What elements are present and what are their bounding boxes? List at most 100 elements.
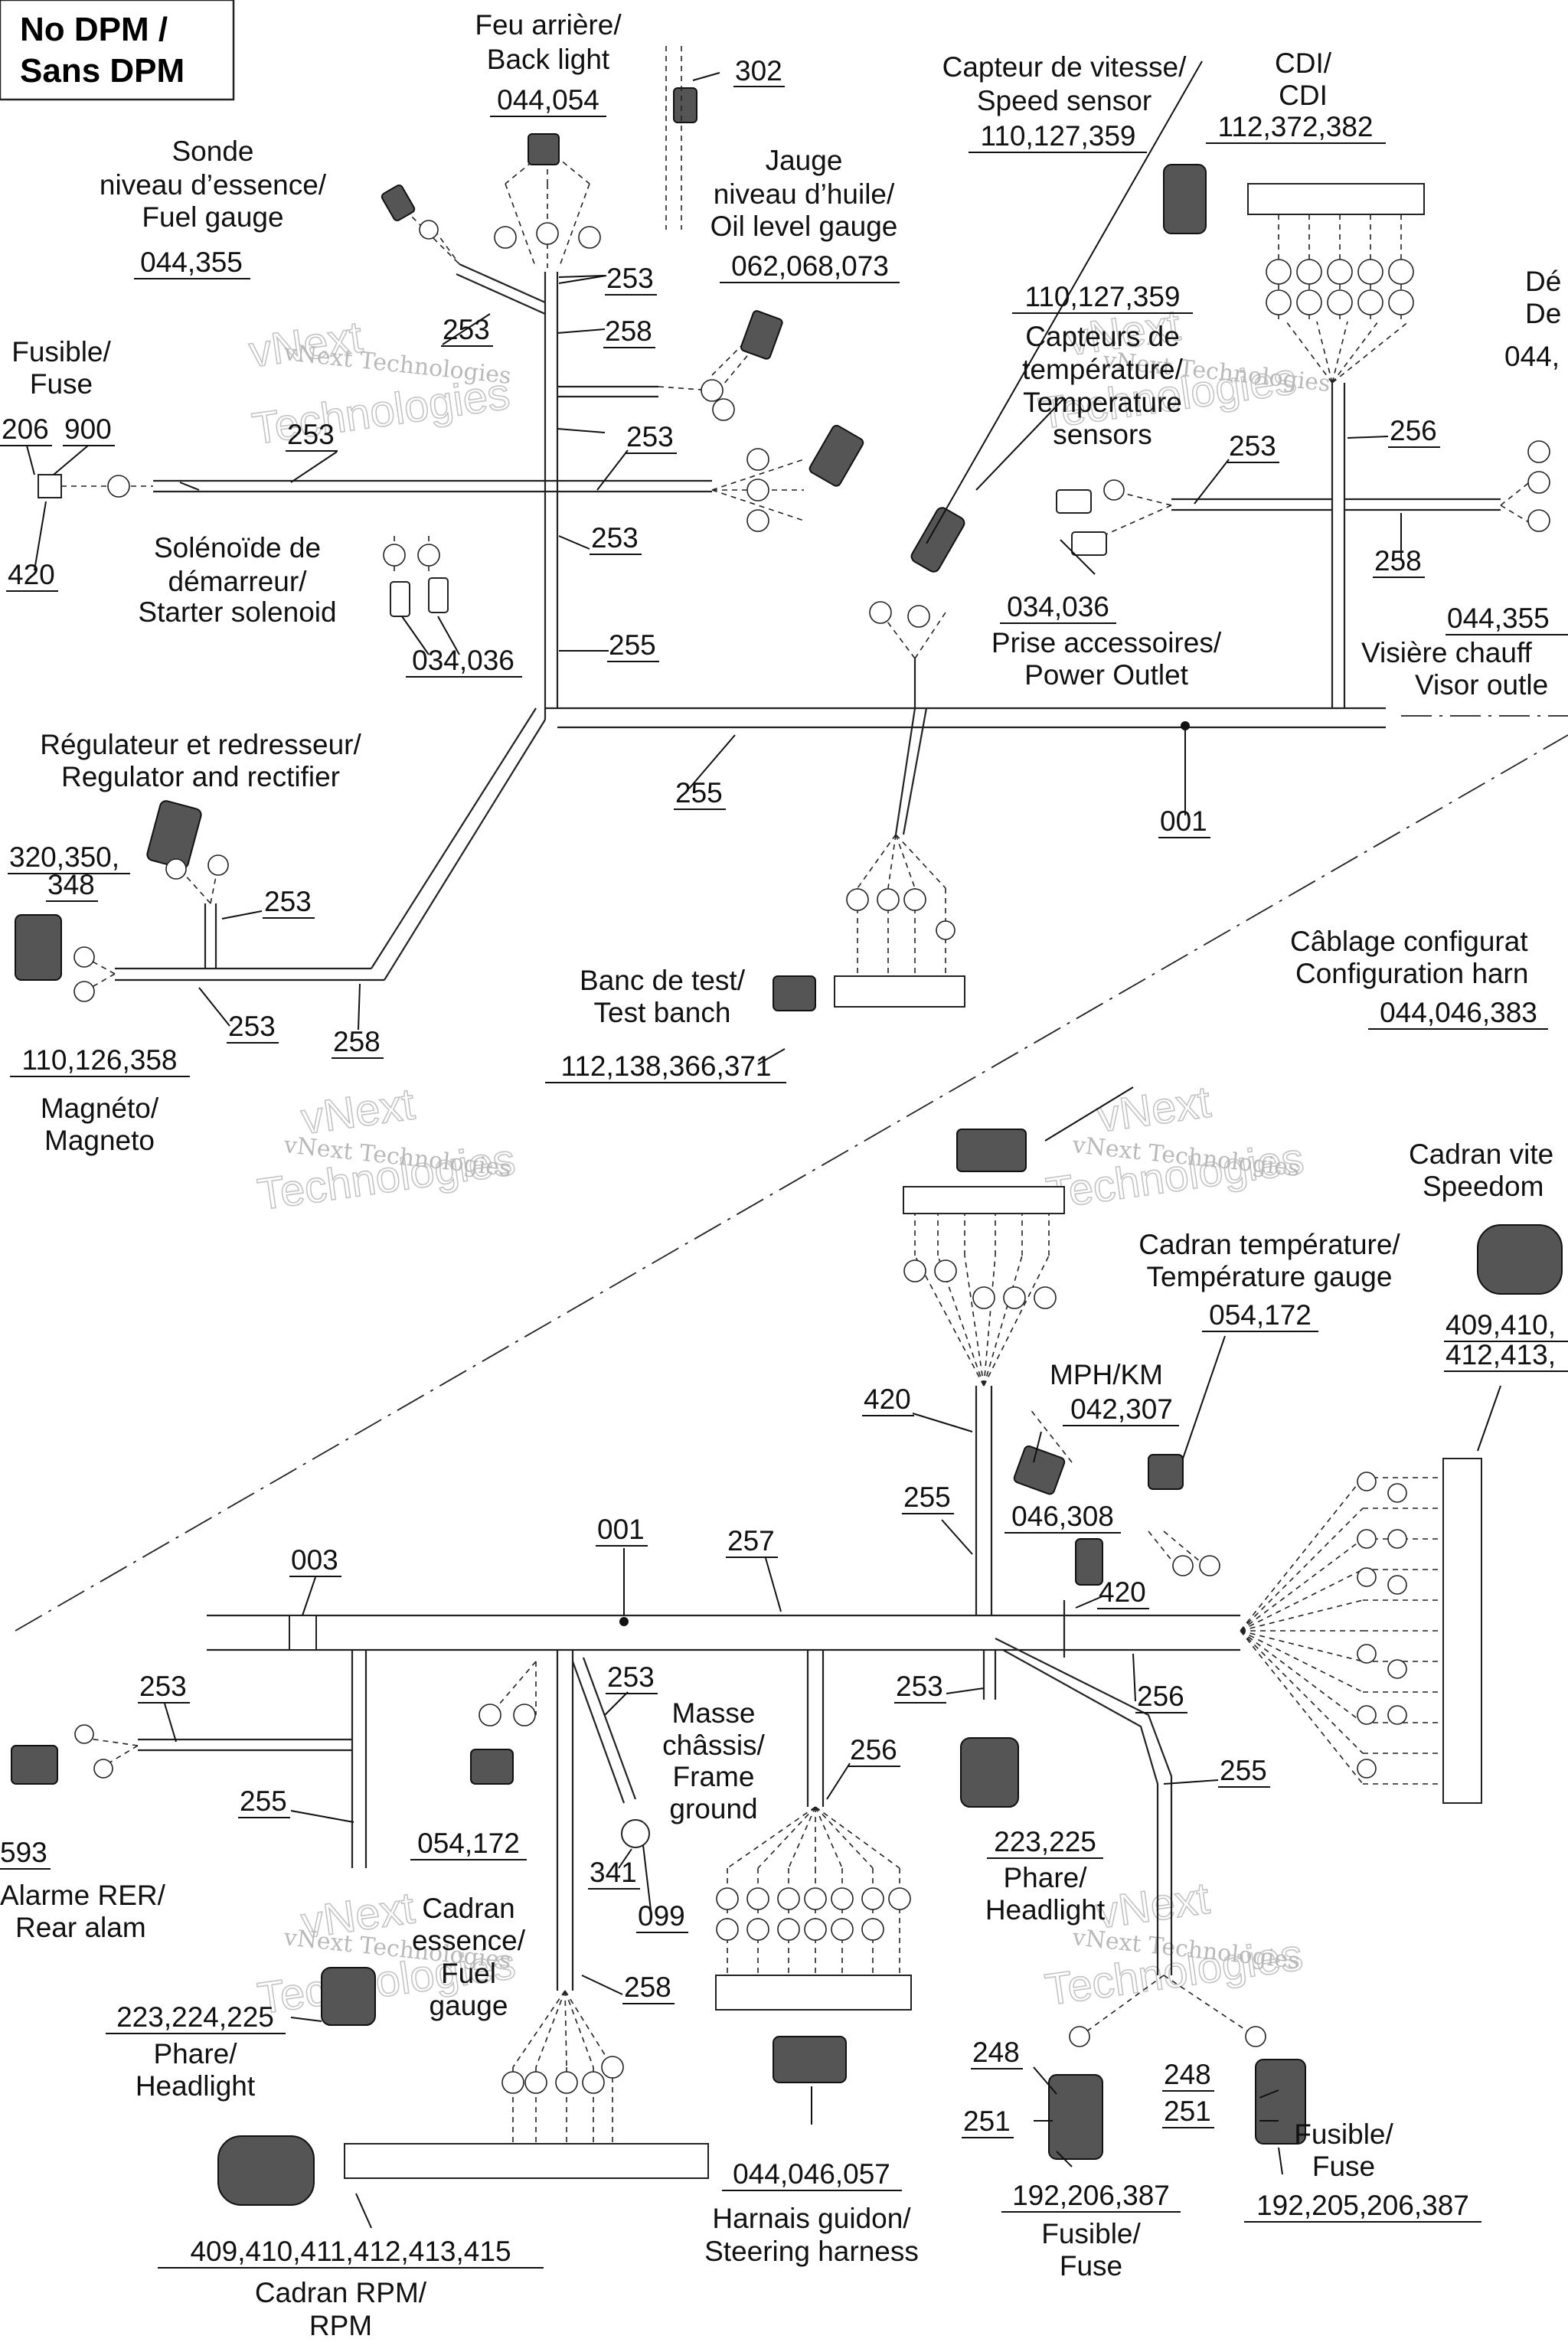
part-003-block	[289, 1615, 317, 1651]
visor-en: Visor outle	[1415, 669, 1548, 701]
temp-sensors-en2: sensors	[1053, 419, 1152, 450]
speedometer-pin-strip	[1442, 1458, 1482, 1804]
callout-253: 253	[139, 1671, 187, 1702]
steering-parts: 044,046,057	[733, 2158, 890, 2190]
callout-255: 255	[1220, 1755, 1267, 1786]
fuse-top-label: Fusible/ Fuse 206 900 420	[0, 336, 115, 592]
callout-258: 258	[605, 315, 652, 347]
headlight-right-connector	[960, 1737, 1019, 1808]
magneto-fr: Magnéto/	[41, 1093, 159, 1124]
temp-gauge-fr: Cadran température/	[1138, 1229, 1400, 1260]
regulator-parts-a: 320,350,	[9, 841, 119, 873]
fuse-right-251: 251	[1164, 2096, 1211, 2127]
callout-255: 255	[609, 629, 656, 661]
fuse-right-holder	[1255, 2059, 1306, 2145]
rear-alarm-label: 593 Alarme RER/ Rear alam	[0, 1837, 166, 1943]
fuel-sender-connector	[381, 185, 416, 221]
callout-256: 256	[1137, 1681, 1184, 1712]
ground-en2: ground	[669, 1793, 757, 1824]
callout-258: 258	[333, 1026, 381, 1057]
rpm-connector	[217, 2135, 315, 2206]
callout-258: 258	[1374, 545, 1422, 577]
fuse-left-holder	[1048, 2074, 1103, 2160]
title-line-2: Sans DPM	[20, 52, 185, 90]
fuel-dial-en2: gauge	[430, 1990, 508, 2021]
fuse-right-248: 248	[1164, 2059, 1211, 2090]
fuel-sender-en: Fuel gauge	[142, 201, 283, 233]
title-line-1: No DPM /	[20, 11, 168, 48]
part-046-308-connector	[1075, 1538, 1103, 1586]
ground-en1: Frame	[673, 1761, 755, 1792]
regulator-label: Régulateur et redresseur/ Regulator and …	[8, 729, 361, 902]
rear-alarm-connector	[11, 1745, 58, 1785]
callout-256: 256	[1390, 415, 1437, 446]
rpm-label: 409,410,411,412,413,415 Cadran RPM/ RPM	[158, 2236, 544, 2341]
speedometer-label: Cadran vite Speedom 409,410, 412,413,	[1409, 1138, 1568, 1372]
bottom-wire-markers	[74, 1259, 1407, 2094]
callout-255: 255	[240, 1785, 287, 1817]
speedometer-parts-a: 409,410,	[1446, 1309, 1556, 1341]
steering-label: 044,046,057 Harnais guidon/ Steering har…	[704, 2158, 919, 2267]
frame-ground-label: Masse châssis/ Frame ground 341 099	[588, 1697, 766, 1933]
part-302-connector	[673, 87, 697, 123]
fuse-top-206: 206	[2, 413, 49, 445]
speed-sensor-parts: 110,127,359	[980, 120, 1135, 152]
power-outlet-connector	[1056, 489, 1092, 514]
fuel-dial-connector	[470, 1749, 514, 1785]
speed-sensor-connector	[808, 424, 864, 487]
test-bench-pin-strip	[834, 975, 965, 1008]
mph-km-label: MPH/KM 042,307	[1050, 1359, 1179, 1426]
power-outlet-label: 034,036 Prise accessoires/ Power Outlet	[991, 591, 1222, 691]
callout-253: 253	[228, 1011, 276, 1042]
config-harness-label: Câblage configurat Configuration harn 04…	[1290, 926, 1548, 1030]
config-fr: Câblage configurat	[1290, 926, 1528, 957]
mph-km-text: MPH/KM	[1050, 1359, 1163, 1390]
fuse-top-900: 900	[64, 413, 112, 445]
watermark-text: vNext	[1094, 1077, 1214, 1142]
headlight-right-parts: 223,225	[994, 1826, 1096, 1857]
oil-gauge-en: Oil level gauge	[710, 211, 898, 242]
power-outlet-fr: Prise accessoires/	[991, 627, 1222, 658]
cdi-en: CDI	[1279, 80, 1328, 111]
callout-255: 255	[675, 777, 723, 808]
speedometer-en: Speedom	[1423, 1171, 1544, 1202]
fuel-sender-parts: 044,355	[140, 247, 243, 278]
test-bench-en: Test banch	[594, 997, 731, 1028]
fuse-top-fr: Fusible/	[11, 336, 111, 368]
speed-sensor-fr: Capteur de vitesse/	[942, 51, 1187, 83]
callout-253: 253	[896, 1671, 943, 1702]
callout-003: 003	[291, 1544, 338, 1576]
fuel-sender-fr1: Sonde	[172, 136, 254, 167]
callout-253: 253	[287, 419, 335, 450]
headlight-right-en: Headlight	[985, 1894, 1106, 1926]
temp-sensors-en1: Temperature	[1023, 387, 1182, 418]
magneto-connector	[15, 914, 62, 981]
headlight-left-parts: 223,224,225	[116, 2001, 274, 2033]
regulator-en: Regulator and rectifier	[61, 761, 340, 792]
solenoid-fr1: Solénoïde de	[154, 532, 321, 564]
temp-gauge-parts: 054,172	[1209, 1299, 1312, 1331]
visor-parts: 044,355	[1447, 603, 1550, 634]
test-bench-connector	[773, 975, 816, 1011]
fuel-sender-label: Sonde niveau d’essence/ Fuel gauge 044,3…	[100, 136, 327, 279]
back-light-label: Feu arrière/ Back light 044,054	[475, 9, 622, 117]
cdi-parts: 112,372,382	[1217, 111, 1373, 142]
temp-gauge-connector	[1148, 1454, 1184, 1490]
power-outlet-parts: 034,036	[1007, 591, 1109, 622]
solenoid-label: Solénoïde de démarreur/ Starter solenoid…	[138, 532, 522, 678]
callout-253: 253	[591, 522, 639, 554]
regulator-connector	[146, 800, 202, 870]
part-046-308-number: 046,308	[1011, 1501, 1114, 1532]
fuel-dial-fr1: Cadran	[422, 1893, 514, 1924]
headlight-right-label: 223,225 Phare/ Headlight	[985, 1826, 1106, 1926]
callout-001: 001	[597, 1514, 645, 1545]
ground-fr2: châssis/	[662, 1730, 765, 1761]
cdi-label: CDI/ CDI 112,372,382	[1206, 47, 1386, 144]
part-302-wire	[665, 46, 682, 230]
defrost-en: De	[1525, 298, 1561, 329]
back-light-parts: 044,054	[497, 84, 599, 116]
oil-gauge-label: Jauge niveau d’huile/ Oil level gauge 06…	[710, 145, 900, 283]
speedometer-parts-b: 412,413,	[1446, 1339, 1556, 1370]
